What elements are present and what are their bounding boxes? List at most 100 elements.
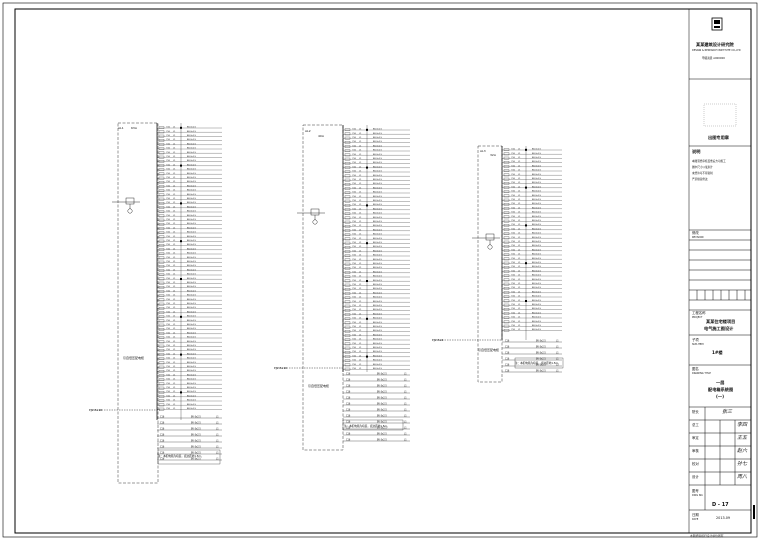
cable-label: BV-3x2.5 — [187, 257, 197, 259]
breaker-symbol — [158, 231, 165, 234]
breaker-label: C16 — [511, 279, 516, 281]
company-name-cn: 某某建筑设计研究院 — [696, 42, 734, 47]
footer-copyright: 本图纸版权归设计单位所有 — [690, 534, 724, 538]
cable-label: BV-3x2.5 — [373, 137, 383, 139]
breaker-label: C16 — [352, 292, 357, 294]
phase-label: L1 — [359, 343, 362, 345]
company-logo — [711, 17, 723, 31]
cable-label: BV-3x2.5 — [187, 173, 197, 175]
cable-label: BV-3x2.5 — [532, 275, 542, 277]
cable-label: BV-3x2.5 — [187, 366, 197, 368]
breaker-label: C16 — [352, 288, 357, 290]
outgoing-cable-label: BV-3x2.5 — [377, 414, 387, 417]
breaker-label: C16 — [352, 355, 357, 357]
breaker-label: C16 — [511, 312, 516, 314]
cable-label: BV-3x2.5 — [373, 259, 383, 261]
breaker-label: C16 — [352, 129, 357, 131]
drawing-title-line-2: 配电箱系统图 — [708, 387, 734, 392]
breaker-symbol — [158, 340, 165, 344]
phase-label: L1 — [173, 400, 176, 402]
cable-label: BV-3x2.5 — [187, 307, 197, 309]
outgoing-breaker-label: C16 — [505, 363, 510, 366]
breaker-symbol — [158, 260, 165, 264]
breaker-label: C16 — [166, 269, 171, 271]
breaker-symbol — [344, 199, 351, 203]
cable-label: BV-3x2.5 — [187, 227, 197, 229]
phase-label: L1 — [359, 360, 362, 362]
outgoing-phase-label: L1 — [404, 372, 407, 375]
cable-label: BV-3x2.5 — [373, 150, 383, 152]
breaker-symbol — [503, 287, 510, 290]
cable-label: BV-3x2.5 — [187, 253, 197, 255]
sign-row-4-label: 审核 — [692, 449, 699, 453]
breaker-label: C16 — [166, 341, 171, 343]
cable-label: BV-3x2.5 — [532, 283, 542, 285]
breaker-label: C16 — [352, 339, 357, 341]
main-switch-symbol — [310, 208, 320, 216]
breaker-label: C16 — [166, 131, 171, 133]
breaker-label: C16 — [511, 237, 516, 239]
breaker-symbol — [158, 315, 165, 318]
sign-row-6-label: 设计 — [692, 475, 699, 479]
drawing-title-line-1: 一层 — [716, 380, 725, 385]
phase-label: L1 — [173, 206, 176, 208]
breaker-symbol — [344, 191, 351, 194]
phase-label: L1 — [173, 211, 176, 213]
breaker-symbol — [158, 349, 165, 352]
phase-label: L1 — [359, 234, 362, 236]
breaker-label: C16 — [352, 313, 357, 315]
phase-label: L1 — [518, 312, 521, 314]
cable-label: BV-3x2.5 — [532, 220, 542, 222]
phase-label: L1 — [359, 158, 362, 160]
breaker-label: C16 — [511, 254, 516, 256]
panel-1-incoming: YJV-5x16 — [89, 408, 103, 412]
cable-label: BV-3x2.5 — [187, 156, 197, 158]
breaker-label: C16 — [352, 225, 357, 227]
phase-label: L1 — [359, 154, 362, 156]
cable-label: BV-3x2.5 — [187, 211, 197, 213]
breaker-label: C16 — [352, 242, 357, 244]
sign-row-6-value: 周八 — [737, 474, 748, 480]
phase-label: L1 — [359, 330, 362, 332]
cable-label: BV-3x2.5 — [532, 195, 542, 197]
cable-label: BV-3x2.5 — [373, 217, 383, 219]
breaker-label: C16 — [352, 326, 357, 328]
outgoing-phase-label: L1 — [556, 369, 559, 372]
cable-label: BV-3x2.5 — [187, 219, 197, 221]
breaker-label: C16 — [166, 362, 171, 364]
cable-label: BV-3x2.5 — [373, 154, 383, 156]
phase-label: L1 — [173, 282, 176, 284]
cable-label: BV-3x2.5 — [532, 237, 542, 239]
outgoing-phase-label: L1 — [404, 432, 407, 435]
breaker-label: C16 — [352, 271, 357, 273]
cable-label: BV-3x2.5 — [187, 194, 197, 196]
cable-label: BV-3x2.5 — [373, 129, 383, 131]
phase-label: L1 — [518, 203, 521, 205]
phase-label: L1 — [173, 370, 176, 372]
phase-label: L1 — [173, 244, 176, 246]
cable-label: BV-3x2.5 — [373, 196, 383, 198]
breaker-symbol — [344, 141, 351, 144]
outgoing-breaker-label: C16 — [346, 390, 351, 393]
breaker-label: C16 — [166, 345, 171, 347]
breaker-symbol — [158, 311, 165, 314]
breaker-symbol — [158, 307, 165, 310]
breaker-label: C16 — [352, 179, 357, 181]
cable-label: BV-3x2.5 — [373, 192, 383, 194]
breaker-symbol — [158, 286, 165, 289]
inner-border — [14, 8, 752, 534]
revision-heading: 修改 — [692, 231, 699, 235]
phase-label: L1 — [359, 204, 362, 206]
cable-label: BV-3x2.5 — [373, 267, 383, 269]
cable-label: BV-3x2.5 — [532, 291, 542, 293]
outgoing-phase-label: L1 — [404, 390, 407, 393]
junction-mark — [525, 186, 527, 189]
cable-label: BV-3x2.5 — [187, 265, 197, 267]
phase-label: L1 — [173, 269, 176, 271]
panel-1-footnote: 注：本配电箱为暗装，底边距地1.5m。 — [158, 455, 204, 458]
cable-label: BV-3x2.5 — [187, 169, 197, 171]
phase-label: L1 — [518, 321, 521, 323]
phase-label: L1 — [359, 355, 362, 357]
breaker-label: C16 — [511, 283, 516, 285]
breaker-label: C16 — [511, 270, 516, 272]
